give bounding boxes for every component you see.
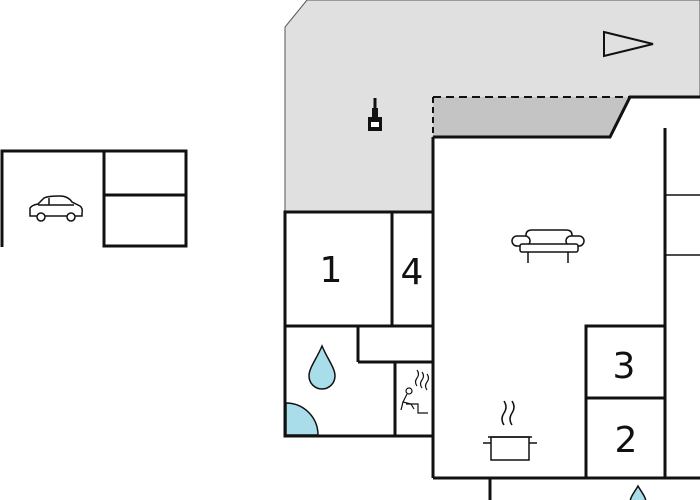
car-icon (29, 195, 83, 222)
room-label-1: 1 (320, 250, 343, 291)
water-drop-icon-lower (629, 484, 647, 500)
heater-icon (368, 98, 382, 131)
cooking-pot-icon (483, 400, 537, 461)
house-walls (283, 95, 700, 500)
water-drop-icon (308, 344, 336, 390)
sofa-icon (511, 229, 585, 263)
garage (0, 149, 188, 248)
shower-quarter-circle (285, 402, 319, 436)
room-label-4: 4 (401, 252, 424, 293)
room-label-2: 2 (615, 420, 638, 461)
sauna-icon (400, 369, 430, 414)
direction-arrow-icon (603, 30, 654, 58)
room-label-3: 3 (613, 346, 636, 387)
covered-terrace-strip (433, 97, 630, 137)
